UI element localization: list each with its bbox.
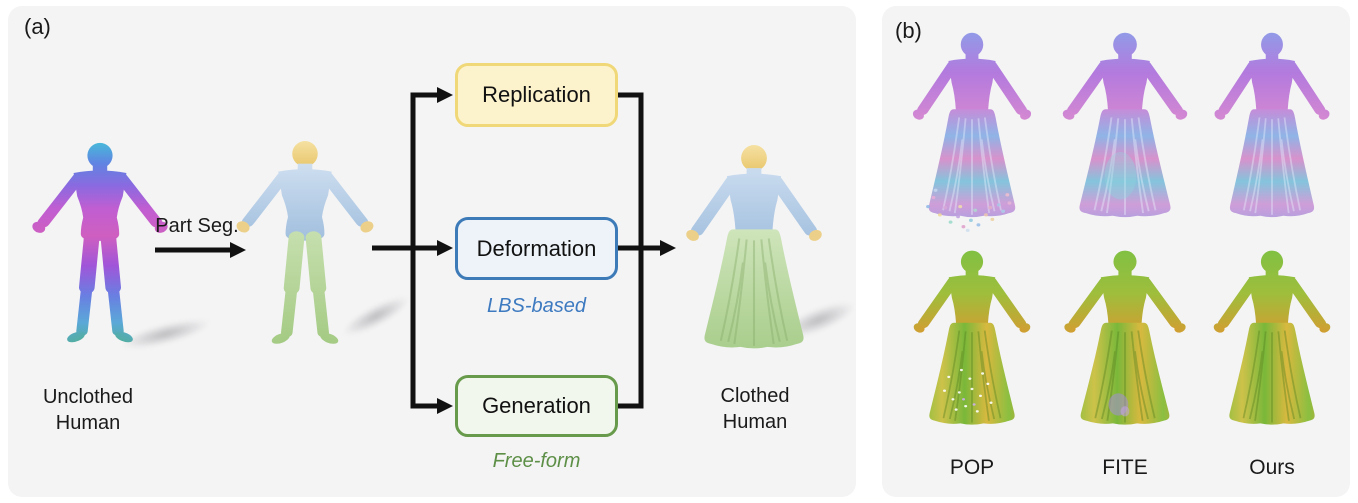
clothed-caption: Clothed Human xyxy=(720,385,790,433)
method-label-fite: FITE xyxy=(1102,456,1148,479)
pop-back-specks xyxy=(943,368,993,413)
method-label-pop: POP xyxy=(949,456,995,479)
panel-a: (a) Unclothed Human Part xyxy=(8,6,856,497)
fite-back-figure xyxy=(1048,248,1202,450)
pop-front-figure xyxy=(897,30,1047,232)
ours-back-figure xyxy=(1198,248,1346,450)
panel-a-label: (a) xyxy=(24,14,51,39)
ours-front-figure xyxy=(1199,30,1345,244)
branch-split-line xyxy=(410,92,437,409)
panel-b-label: (b) xyxy=(895,18,922,43)
flow-arrows xyxy=(155,87,676,414)
replication-box: Replication xyxy=(455,63,618,127)
segmented-human-figure xyxy=(220,138,390,370)
panel-b: (b) xyxy=(882,6,1350,497)
fite-swirl-highlight xyxy=(1104,152,1137,200)
fite-front-figure xyxy=(1046,30,1204,244)
deformation-box: Deformation xyxy=(455,217,618,280)
generation-box-label: Generation xyxy=(482,393,591,418)
unclothed-human-figure xyxy=(16,140,184,368)
replication-box-label: Replication xyxy=(482,82,591,107)
generation-box: Generation xyxy=(455,375,618,437)
lbs-based-subtitle: LBS-based xyxy=(487,295,586,317)
unclothed-caption: Unclothed Human xyxy=(42,386,134,434)
fite-purple-artifact-small xyxy=(1120,406,1130,417)
part-seg-label: Part Seg. xyxy=(155,215,239,237)
pop-noise-dots xyxy=(926,188,1012,232)
arrowheads xyxy=(230,87,676,414)
pop-back-figure xyxy=(898,248,1046,450)
method-label-ours: Ours xyxy=(1249,456,1295,479)
free-form-subtitle: Free-form xyxy=(492,450,581,472)
deformation-box-label: Deformation xyxy=(476,235,597,261)
clothed-human-figure xyxy=(668,142,840,378)
